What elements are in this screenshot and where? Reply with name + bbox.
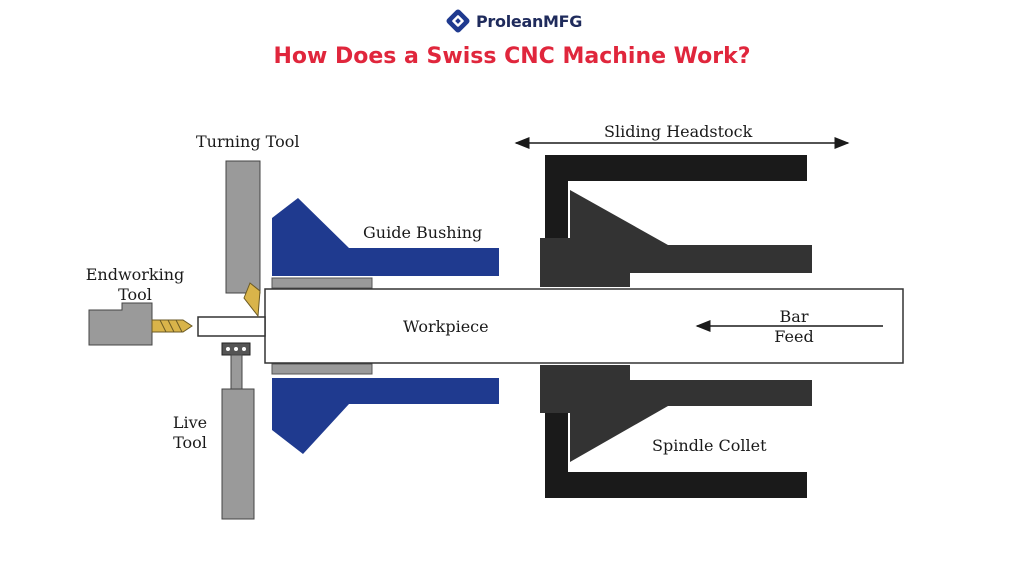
turning-tool-insert [243,282,261,318]
bar-feed-label-line1: Bar [779,307,809,326]
headstock-bottom [545,366,807,498]
bushing-insert-bottom [271,363,373,375]
spindle-collet-top [540,190,812,287]
brand-logo: ProleanMFG [446,8,582,34]
live-tool-label-line2: Tool [173,433,207,452]
spindle-collet-label: Spindle Collet [652,436,767,455]
endworking-tool-label-line2: Tool [118,285,152,304]
turning-tool-body [225,160,261,294]
live-tool-shank [230,354,243,390]
live-tool-label-line1: Live [172,413,208,432]
headstock-top [545,155,807,255]
turning-tool-label: Turning Tool [196,132,300,151]
guide-bushing-top [272,198,499,276]
workpiece-tip [197,316,266,337]
bar-feed-label: Bar Feed [764,307,824,347]
endworking-tool-body [88,302,153,346]
endworking-tool-label: Endworking Tool [80,265,190,305]
sliding-headstock-label: Sliding Headstock [604,122,753,141]
live-tool-label: Live Tool [166,413,214,453]
endworking-tool-label-line1: Endworking [85,265,185,284]
live-tool-body [221,388,255,520]
workpiece-label: Workpiece [403,317,489,336]
page-title: How Does a Swiss CNC Machine Work? [273,44,751,69]
prolean-logo-icon [446,9,470,33]
endworking-drill [151,319,193,333]
guide-bushing-label: Guide Bushing [363,223,483,242]
brand-name: ProleanMFG [476,11,583,31]
bar-feed-label-line2: Feed [774,327,814,346]
spindle-collet-bottom [540,365,812,462]
guide-bushing-bottom [272,378,499,454]
bushing-insert-top [271,277,373,289]
